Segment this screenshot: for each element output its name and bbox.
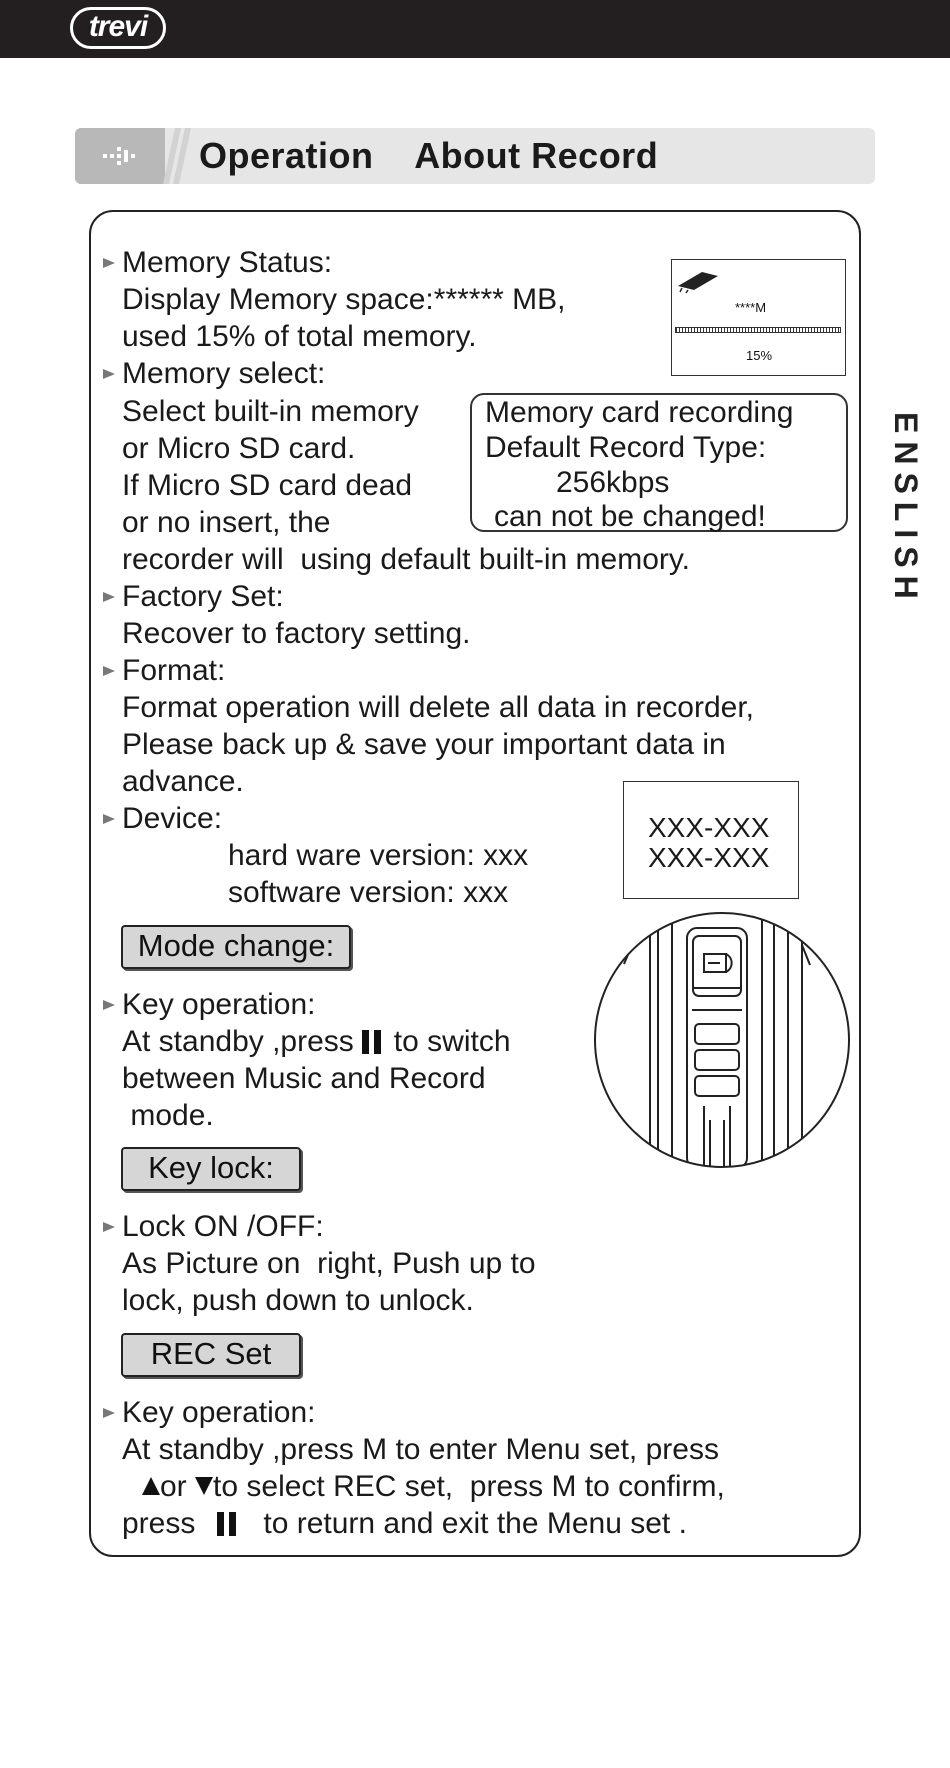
memory-select-line: If Micro SD card dead bbox=[122, 469, 413, 502]
arrow-bullet-icon bbox=[103, 1000, 115, 1010]
arrow-bullet-icon bbox=[103, 814, 115, 824]
rec-set-line: or to select REC set, press M to confirm… bbox=[142, 1469, 725, 1505]
play-pause-icon bbox=[217, 1509, 241, 1545]
key-operation-heading: Key operation: bbox=[122, 988, 316, 1021]
memory-card-note: Memory card recording Default Record Typ… bbox=[470, 393, 848, 533]
format-line: Please back up & save your important dat… bbox=[122, 728, 726, 761]
note-line: can not be changed! bbox=[494, 500, 766, 533]
rec-set-text: or bbox=[160, 1470, 187, 1503]
memory-size-text: ****M bbox=[735, 300, 767, 315]
up-triangle-icon bbox=[142, 1477, 160, 1495]
memory-select-heading: Memory select: bbox=[122, 357, 326, 390]
note-line: Memory card recording bbox=[485, 396, 794, 429]
arrow-bullet-icon bbox=[103, 666, 115, 676]
version-display-line: XXX-XXX bbox=[648, 842, 770, 873]
rec-set-text: to select REC set, press M to confirm, bbox=[213, 1470, 725, 1503]
header-bar: trevi bbox=[0, 0, 950, 58]
mode-change-line: At standby ,press to switch bbox=[122, 1024, 511, 1063]
factory-set-line: Recover to factory setting. bbox=[122, 617, 471, 650]
memory-status-display: ****M 15% bbox=[671, 259, 846, 376]
arrow-bullet-icon bbox=[103, 1222, 115, 1232]
memory-percent-text: 15% bbox=[746, 348, 773, 363]
key-lock-switch-illustration bbox=[594, 912, 850, 1168]
format-line: advance. bbox=[122, 765, 244, 798]
rec-set-text: to return and exit the Menu set . bbox=[263, 1507, 687, 1540]
device-heading: Device: bbox=[122, 802, 223, 835]
software-version: software version: xxx bbox=[228, 876, 509, 909]
memory-status-heading: Memory Status: bbox=[122, 246, 333, 279]
arrow-bullet-icon bbox=[103, 592, 115, 602]
key-lock-button[interactable]: Key lock: bbox=[121, 1147, 301, 1191]
factory-set-heading: Factory Set: bbox=[122, 580, 284, 613]
hardware-version: hard ware version: xxx bbox=[228, 839, 529, 872]
arrow-bullet-icon bbox=[103, 369, 115, 379]
rec-set-button[interactable]: REC Set bbox=[121, 1333, 301, 1377]
format-line: Format operation will delete all data in… bbox=[122, 691, 754, 724]
memory-status-line: Display Memory space:****** MB, bbox=[122, 283, 566, 316]
version-display: XXX-XXX XXX-XXX bbox=[623, 781, 799, 899]
play-pause-icon bbox=[361, 1027, 386, 1063]
down-triangle-icon bbox=[195, 1477, 214, 1495]
memory-usage-bar bbox=[675, 327, 841, 333]
version-display-line: XXX-XXX bbox=[648, 812, 770, 843]
memory-select-line: recorder will using default built-in mem… bbox=[122, 543, 690, 576]
dotted-arrow-icon bbox=[103, 147, 135, 165]
key-lock-line: As Picture on right, Push up to bbox=[122, 1247, 536, 1280]
mode-change-text: to switch bbox=[393, 1025, 511, 1058]
arrow-bullet-icon bbox=[103, 1408, 115, 1418]
mode-change-line: between Music and Record bbox=[122, 1062, 486, 1095]
language-side-label: ENSLISH bbox=[888, 412, 924, 607]
rec-set-line: At standby ,press M to enter Menu set, p… bbox=[122, 1433, 719, 1466]
mode-change-text: At standby ,press bbox=[122, 1025, 354, 1058]
mode-change-line: mode. bbox=[122, 1099, 214, 1132]
memory-status-line: used 15% of total memory. bbox=[122, 320, 477, 353]
section-title-bar: Operation About Record bbox=[75, 128, 875, 184]
memory-select-line: or no insert, the bbox=[122, 506, 331, 539]
memory-select-line: Select built-in memory bbox=[122, 395, 419, 428]
content-frame bbox=[89, 210, 861, 1557]
lock-onoff-heading: Lock ON /OFF: bbox=[122, 1210, 324, 1243]
format-heading: Format: bbox=[122, 654, 226, 687]
brand-logo: trevi bbox=[70, 7, 166, 49]
mode-change-button[interactable]: Mode change: bbox=[121, 925, 351, 969]
note-line: Default Record Type: bbox=[485, 431, 767, 464]
rec-set-line: press to return and exit the Menu set . bbox=[122, 1506, 687, 1545]
rec-key-operation-heading: Key operation: bbox=[122, 1396, 316, 1429]
section-title: Operation About Record bbox=[199, 135, 659, 176]
memory-select-line: or Micro SD card. bbox=[122, 432, 356, 465]
key-lock-line: lock, push down to unlock. bbox=[122, 1284, 474, 1317]
arrow-bullet-icon bbox=[103, 258, 115, 268]
rec-set-text: press bbox=[122, 1507, 196, 1540]
note-line: 256kbps bbox=[556, 466, 670, 499]
memory-chip-icon bbox=[678, 272, 718, 294]
